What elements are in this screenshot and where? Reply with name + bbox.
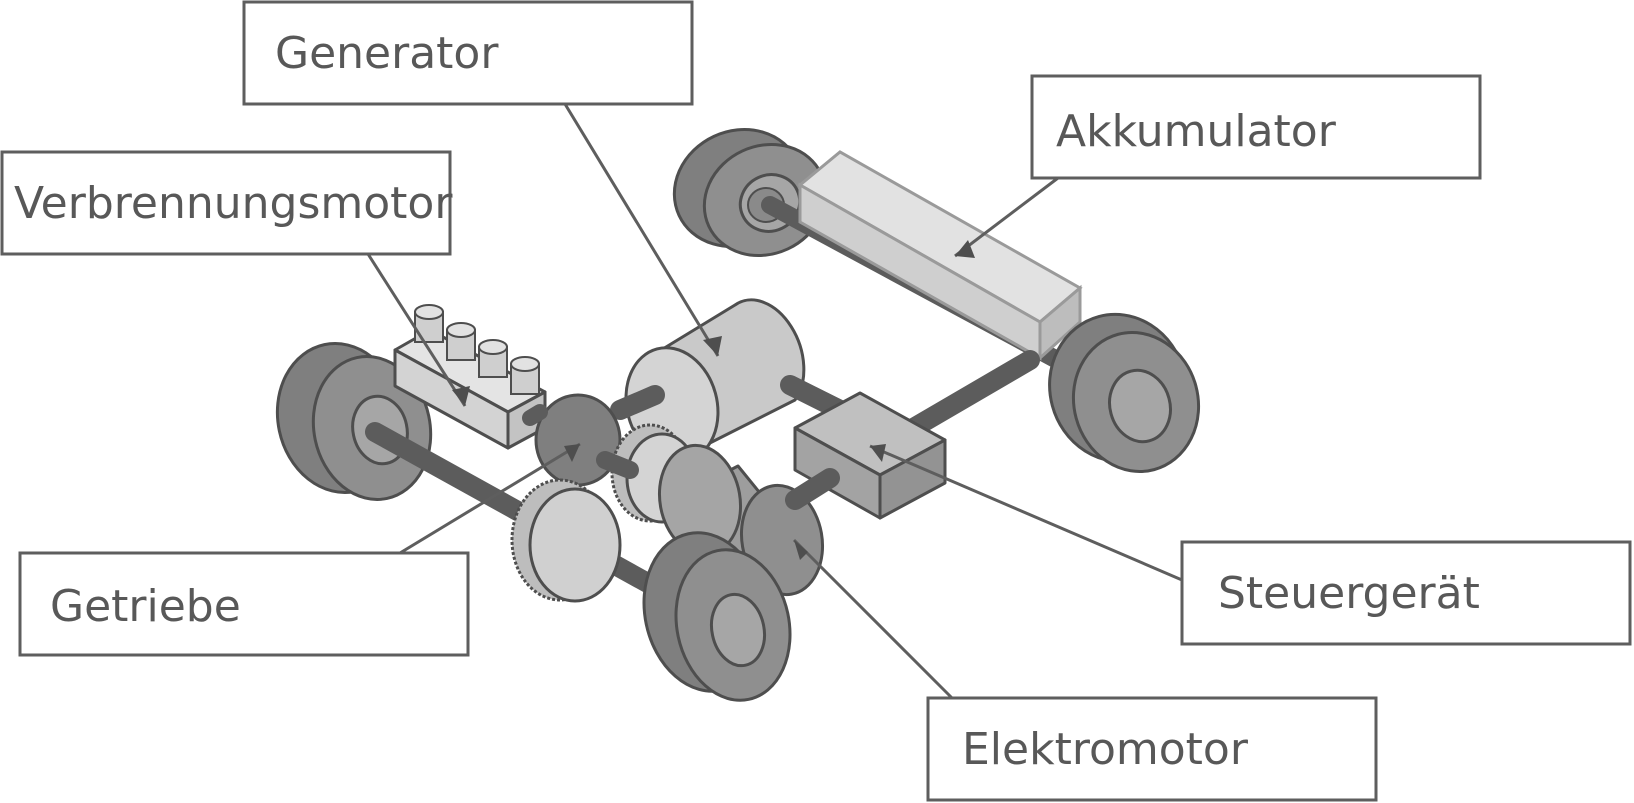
label-steuergeraet: Steuergerät [1180, 540, 1632, 646]
rear-right-wheel [1048, 312, 1201, 473]
label-verbrennungsmotor-text: Verbrennungsmotor [14, 178, 453, 229]
front-right-wheel [642, 531, 792, 702]
generator-unit [610, 298, 850, 464]
label-generator-text: Generator [275, 28, 499, 79]
label-verbrennungsmotor: Verbrennungsmotor [0, 150, 453, 256]
label-elektromotor-text: Elektromotor [962, 724, 1249, 775]
label-akkumulator: Akkumulator [1030, 74, 1482, 180]
engine-cylinders [414, 304, 540, 395]
battery-pack [797, 150, 1083, 362]
label-elektromotor: Elektromotor [926, 696, 1378, 802]
rear-axle [672, 127, 1201, 473]
label-steuergeraet-text: Steuergerät [1218, 568, 1480, 619]
label-getriebe: Getriebe [18, 551, 470, 657]
coupling-disc [522, 393, 622, 487]
leader-lines [366, 103, 1183, 700]
front-axle [275, 304, 840, 702]
centre-drive-shaft [900, 350, 1040, 440]
label-generator: Generator [242, 0, 694, 106]
label-getriebe-text: Getriebe [50, 581, 241, 632]
label-akkumulator-text: Akkumulator [1056, 106, 1337, 157]
